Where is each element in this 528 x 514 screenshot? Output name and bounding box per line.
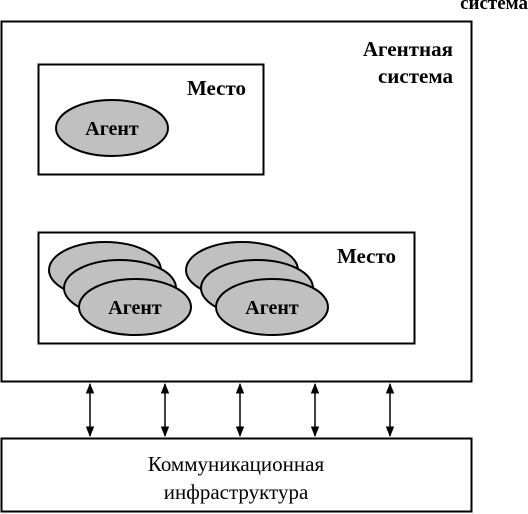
- communication-infrastructure-box: [0, 437, 473, 513]
- place-box-top: [37, 63, 265, 176]
- agent-stack-left: Агент: [48, 241, 192, 336]
- agent-stack-right: Агент: [185, 241, 329, 336]
- agent-system-label-line1: Агентная: [363, 37, 453, 61]
- communication-label-line2: инфраструктура: [164, 480, 309, 504]
- place-top-label: Место: [187, 76, 246, 100]
- place-box-bottom: [37, 231, 416, 345]
- cropped-system-label: система: [460, 0, 528, 14]
- agent-left-label: Агент: [108, 297, 162, 319]
- place-bottom-label: Место: [337, 244, 396, 268]
- agent-system-box: [0, 20, 473, 383]
- agent-right-label: Агент: [245, 297, 299, 319]
- agent-ellipse-right-front: [215, 278, 329, 336]
- agent-ellipse-top: [55, 99, 169, 157]
- agent-system-label-line2: система: [378, 64, 454, 88]
- agent-ellipse-left-front: [78, 278, 192, 336]
- agent-top-label: Агент: [85, 118, 139, 140]
- communication-label-line1: Коммуникационная: [148, 452, 325, 476]
